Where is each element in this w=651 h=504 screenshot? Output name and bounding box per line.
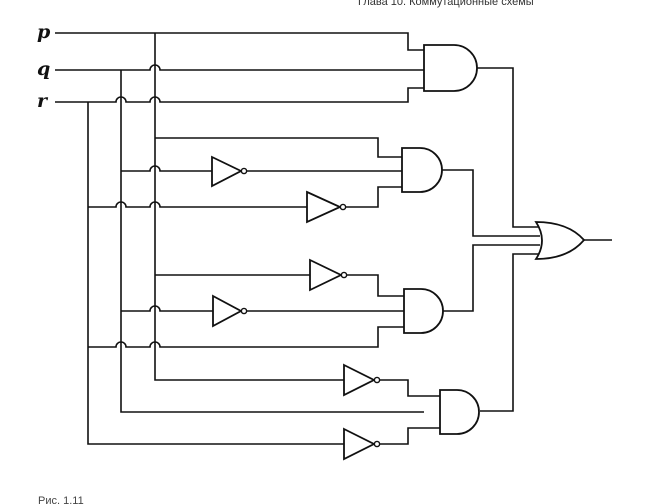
wire-notp-gate4 <box>379 379 440 397</box>
not-gate-p-1 <box>309 258 348 292</box>
wire-notr-gate2 <box>345 186 402 208</box>
wire-notr-gate4 <box>379 427 440 445</box>
branch-p-gate2 <box>155 137 402 158</box>
bus-q <box>120 70 424 413</box>
input-wires <box>55 32 424 103</box>
or-input-wires <box>442 67 612 412</box>
wire-q-main <box>55 64 424 71</box>
branch-q-gate3 <box>121 305 213 312</box>
and-gate-1-body <box>423 44 478 92</box>
input-label-p: p <box>37 21 51 43</box>
not-gate-q-1 <box>211 155 248 188</box>
bus-p <box>154 33 344 381</box>
and-gate-2-body <box>401 147 443 193</box>
branches-gate-3 <box>88 274 404 348</box>
wire-gate2-or <box>442 169 540 237</box>
wire-gate3-or <box>443 244 540 312</box>
and-gate-4-body <box>439 389 480 435</box>
not-gate-r-2 <box>343 427 381 461</box>
figure-caption: Рис. 1.11 <box>38 495 84 504</box>
branches-gate-4 <box>379 379 440 445</box>
and-gate-4 <box>439 389 480 435</box>
or-gate-body <box>534 221 586 260</box>
wire-notp-gate3 <box>346 274 404 297</box>
not-gate-p-2 <box>343 363 381 397</box>
page-header: Глава 10. Коммутационные схемы <box>358 0 534 8</box>
and-gate-3-body <box>403 288 444 334</box>
wire-p-main <box>55 32 424 51</box>
branch-q-gate2 <box>121 165 212 172</box>
and-gate-2 <box>401 147 443 193</box>
or-gate <box>534 221 586 260</box>
wire-gate4-or <box>480 253 539 412</box>
and-gate-3 <box>403 288 444 334</box>
wire-r-main <box>55 87 424 103</box>
not-gate-q-2 <box>212 294 248 328</box>
branch-r-gate2 <box>88 201 307 208</box>
bus-r <box>87 102 344 445</box>
and-gate-1 <box>423 44 478 92</box>
input-label-q: q <box>37 58 50 80</box>
wire-gate1-or <box>476 67 539 228</box>
input-label-r: r <box>37 90 49 112</box>
not-gate-r-1 <box>306 190 347 224</box>
branch-r-gate3 <box>88 326 404 348</box>
branches-gate-2 <box>88 137 402 208</box>
vertical-buses <box>87 33 424 445</box>
